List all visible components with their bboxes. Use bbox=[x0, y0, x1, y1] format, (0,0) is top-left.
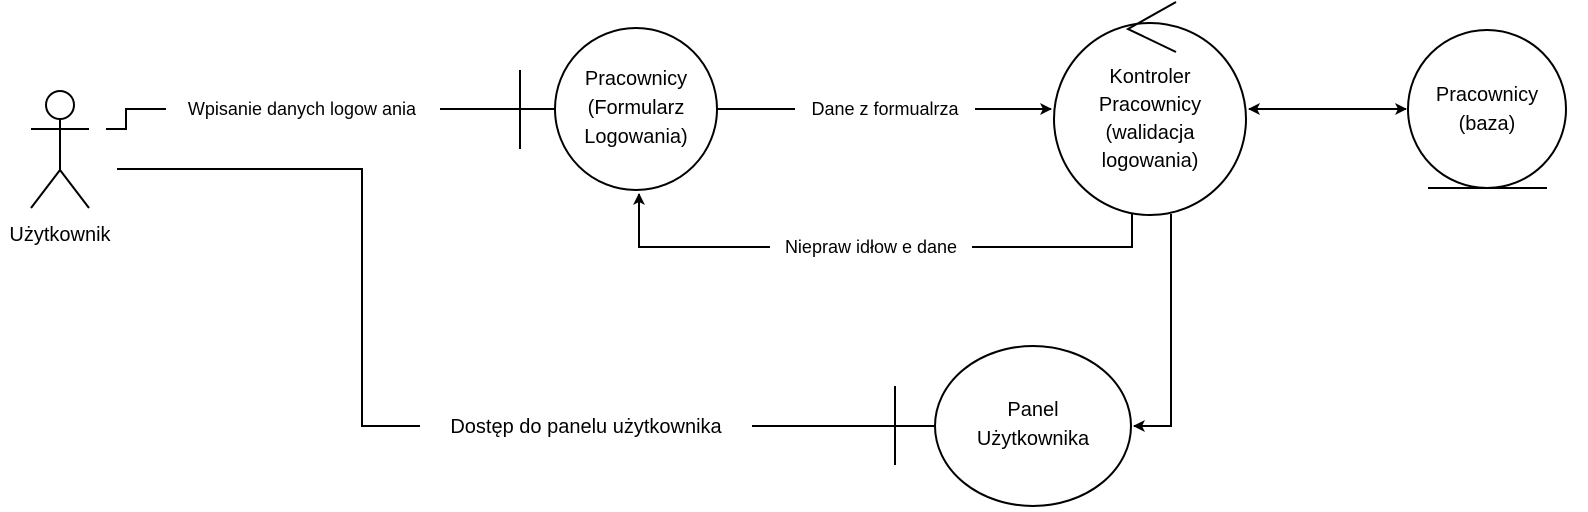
node-form-line-2: (Formularz bbox=[588, 97, 685, 119]
node-controller-line-2: Pracownicy bbox=[1099, 94, 1201, 116]
edge-controller-panel[interactable] bbox=[1133, 214, 1172, 432]
actor-left-leg bbox=[30, 169, 61, 209]
node-form-line-3: Logowania) bbox=[584, 126, 687, 148]
node-panel-line-2: Użytkownika bbox=[977, 428, 1090, 450]
node-database-line-1: Pracownicy bbox=[1436, 84, 1538, 106]
edge-form-data-label: Dane z formualrza bbox=[811, 99, 959, 119]
node-panel-boundary[interactable]: Panel Użytkownika bbox=[894, 345, 1132, 507]
edge-login-input[interactable]: Wpisanie danych logow ania bbox=[106, 96, 553, 130]
edge-invalid-data[interactable]: Niepraw idłow e dane bbox=[633, 193, 1133, 258]
actor-head bbox=[45, 90, 75, 120]
edge-form-data-label-bg bbox=[795, 96, 975, 120]
boundary-circle bbox=[934, 345, 1132, 507]
node-controller-line-1: Kontroler bbox=[1109, 66, 1190, 88]
entity-circle bbox=[1407, 29, 1567, 189]
node-database-entity[interactable]: Pracownicy (baza) bbox=[1407, 29, 1567, 189]
node-panel-line-1: Panel bbox=[1007, 399, 1058, 421]
edge-panel-access-line bbox=[117, 168, 895, 427]
edge-invalid-data-label-bg bbox=[770, 234, 972, 258]
edge-login-input-label-bg bbox=[166, 96, 440, 120]
node-controller-line-4: logowania) bbox=[1102, 150, 1199, 172]
control-arrowhead bbox=[1125, 1, 1177, 53]
node-form-boundary[interactable]: Pracownicy (Formularz Logowania) bbox=[519, 27, 718, 191]
control-circle bbox=[1053, 22, 1247, 216]
edge-panel-access-label-bg bbox=[420, 412, 752, 439]
node-controller-control[interactable]: Kontroler Pracownicy (walidacja logowani… bbox=[1053, 1, 1247, 216]
edge-invalid-data-label: Niepraw idłow e dane bbox=[785, 237, 957, 257]
edge-panel-access[interactable]: Dostęp do panelu użytkownika bbox=[117, 168, 895, 439]
edge-login-input-label: Wpisanie danych logow ania bbox=[188, 99, 417, 119]
edge-form-data[interactable]: Dane z formualrza bbox=[717, 96, 1052, 120]
edge-panel-access-label: Dostęp do panelu użytkownika bbox=[450, 416, 722, 438]
edge-controller-panel-line bbox=[1133, 214, 1172, 432]
actor-label: Użytkownik bbox=[9, 224, 111, 246]
node-controller-line-3: (walidacja bbox=[1106, 122, 1196, 144]
actor-right-leg bbox=[59, 169, 90, 209]
node-database-line-2: (baza) bbox=[1459, 113, 1516, 135]
actor-user[interactable]: Użytkownik bbox=[9, 90, 112, 246]
node-form-line-1: Pracownicy bbox=[585, 68, 687, 90]
